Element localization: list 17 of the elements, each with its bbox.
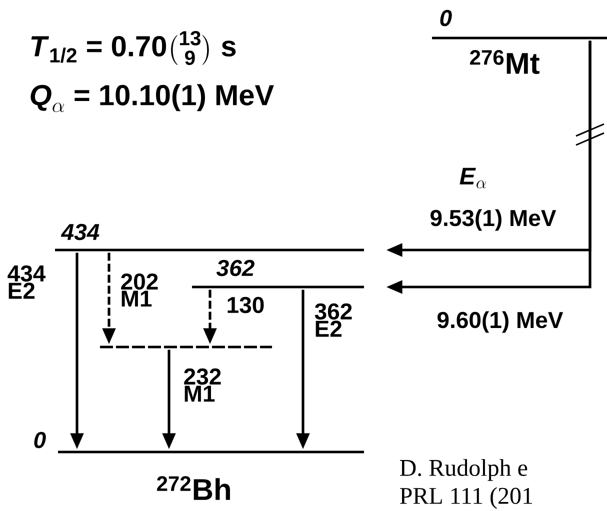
energy-level: 0 $^{276}$Mt: [432, 10, 607, 74]
energy-level: 434: [55, 224, 364, 252]
edge-label: 202 M1: [121, 273, 158, 307]
energy-level: 362: [192, 260, 364, 288]
edge-label: 232 M1: [184, 368, 221, 402]
energy-level: 0 $^{272}$Bh: [34, 432, 364, 500]
edge-label: 434 E2: [8, 265, 46, 299]
formula: $\textbf{\textit{E}}_{\alpha}$: [460, 168, 486, 188]
edge-label: 9.53(1) MeV: [430, 209, 556, 231]
formula: $\textbf{\textit{Q}}_{\alpha}\textbf{ = 10.10(1) MeV}$: [30, 84, 274, 112]
edge-label: 130: [228, 296, 264, 314]
energy-level: [100, 346, 272, 348]
formula: $\textbf{\textit{T}}_{\textbf{1/2}}\textbf{ = 0.70}\binom{\textbf{13}}{\textbf{9}}\textbf{ s}$: [31, 31, 236, 65]
edge-label: 362 E2: [314, 303, 352, 337]
citation-text: PRL 111 (201: [400, 487, 532, 509]
citation-text: D. Rudolph e: [400, 459, 528, 481]
edge-label: 9.60(1) MeV: [438, 311, 564, 333]
